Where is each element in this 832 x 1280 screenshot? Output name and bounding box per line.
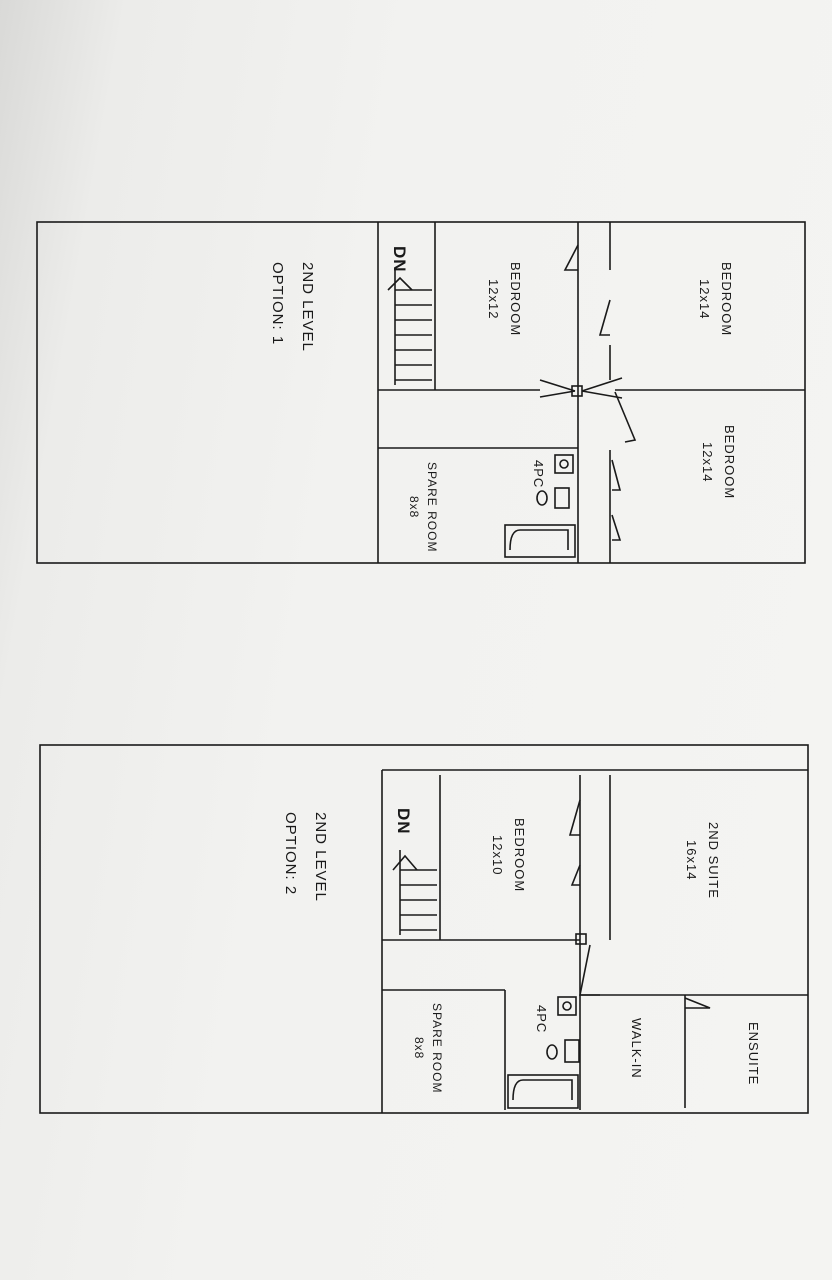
outer-wall [39, 744, 809, 1114]
option-label: OPTION: 2 [282, 812, 299, 896]
option-label: OPTION: 1 [269, 262, 286, 346]
room-size: 8x8 [412, 1037, 426, 1060]
room-label-bedroom-3: BEDROOM 12x14 [696, 425, 740, 499]
room-label-spare-room: SPARE ROOM 8x8 [405, 462, 441, 552]
room-label-2nd-suite: 2ND SUITE 16x14 [680, 822, 724, 899]
plan-option-1 [36, 221, 806, 564]
bathroom-fixtures [507, 996, 580, 1109]
room-label-walk-in: WALK-IN [629, 1018, 644, 1079]
room-size: 12x10 [490, 834, 505, 876]
room-label-bedroom-2: BEDROOM 12x12 [482, 262, 526, 336]
room-name: BEDROOM [722, 425, 737, 500]
room-label-spare-room: SPARE ROOM 8x8 [410, 1003, 446, 1093]
room-name: BEDROOM [508, 262, 523, 337]
outer-wall [36, 221, 806, 564]
plan-title: 2ND LEVEL OPTION: 1 [262, 262, 322, 352]
bathroom-fixtures [504, 454, 576, 558]
level-label: 2ND LEVEL [299, 262, 316, 352]
plan-option-2 [39, 744, 809, 1114]
room-size: 12x12 [486, 278, 501, 320]
room-size: 16x14 [684, 840, 699, 881]
room-label-ensuite: ENSUITE [746, 1022, 761, 1086]
room-size: 12x14 [697, 278, 712, 320]
room-label-4pc: 4PC [531, 460, 546, 489]
room-name: BEDROOM [719, 262, 734, 337]
room-size: 8x8 [407, 496, 421, 519]
stairs-down-label: DN [390, 246, 409, 273]
plan-title: 2ND LEVEL OPTION: 2 [275, 812, 335, 902]
room-name: SPARE ROOM [425, 462, 439, 553]
room-label-4pc: 4PC [534, 1005, 549, 1034]
room-name: 2ND SUITE [706, 822, 721, 899]
level-label: 2ND LEVEL [312, 812, 329, 902]
stairs-down-label: DN [394, 808, 413, 835]
room-name: BEDROOM [512, 818, 527, 893]
room-size: 12x14 [700, 441, 715, 483]
room-name: SPARE ROOM [430, 1003, 444, 1094]
room-label-bedroom: BEDROOM 12x10 [486, 818, 530, 892]
stairs [392, 850, 437, 935]
stairs [387, 270, 432, 385]
room-label-bedroom-1: BEDROOM 12x14 [693, 262, 737, 336]
